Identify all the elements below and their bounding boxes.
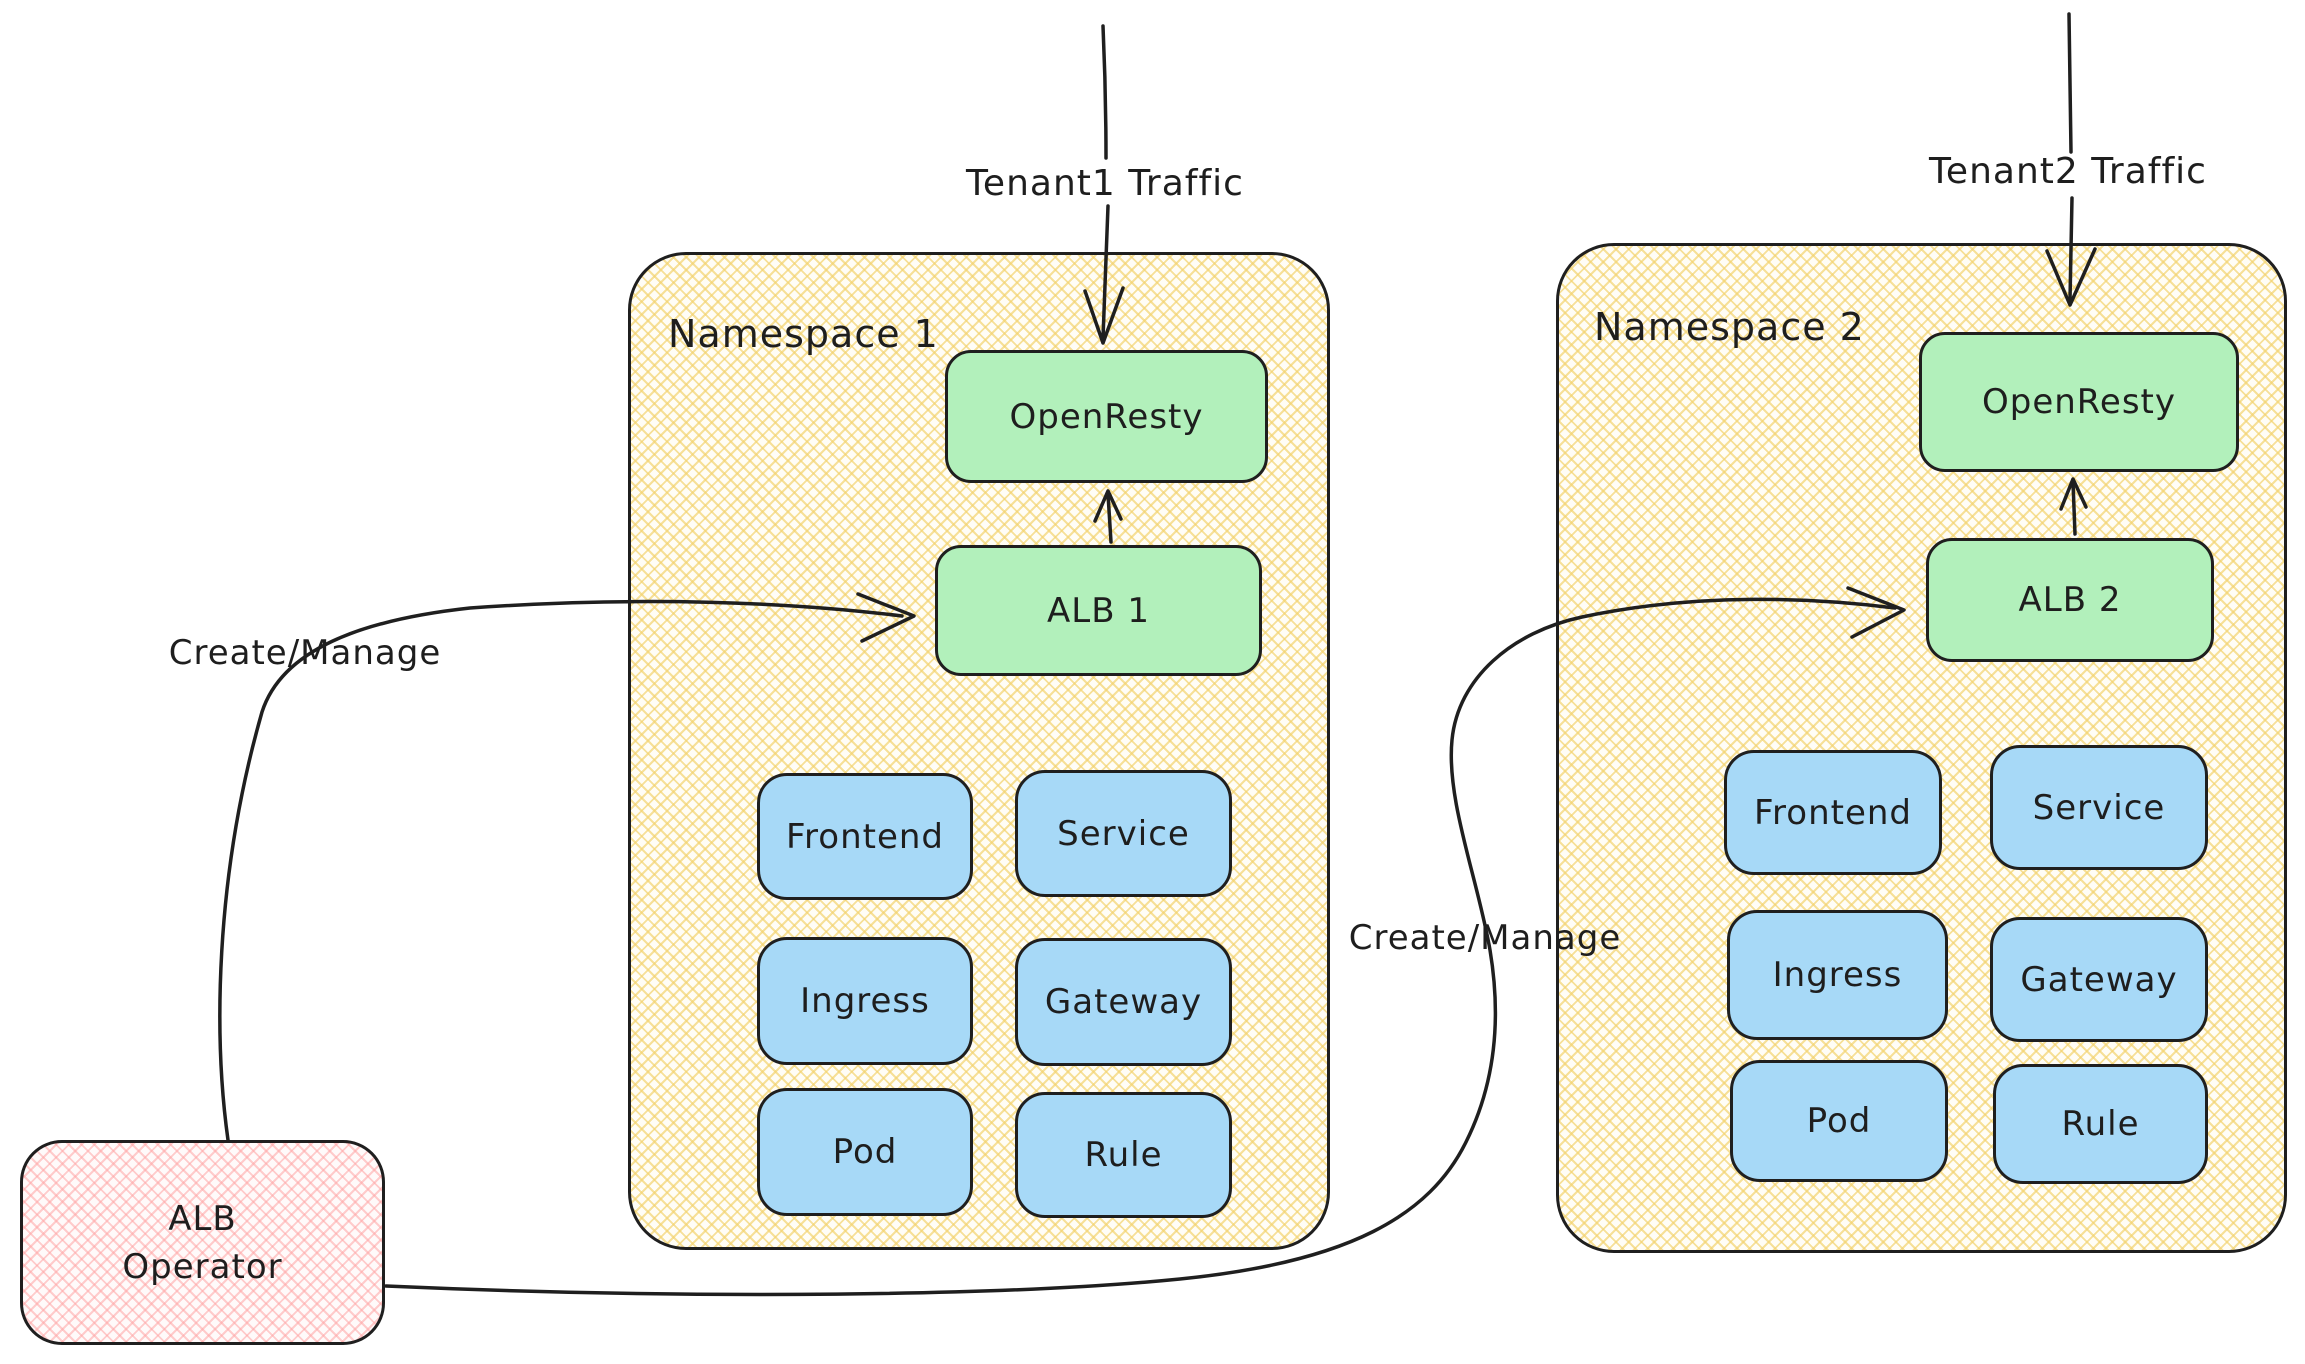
namespace2-frontend-label: Frontend (1753, 792, 1913, 833)
namespace1-service-box: Service (1015, 770, 1232, 897)
namespace1-title: Namespace 1 (668, 312, 939, 356)
namespace2-openresty-label: OpenResty (1982, 382, 2176, 422)
tenant1-traffic-label: Tenant1 Traffic (966, 163, 1244, 204)
namespace2-pod-box: Pod (1730, 1060, 1948, 1182)
namespace2-openresty-box: OpenResty (1919, 332, 2239, 472)
namespace2-pod-label: Pod (1806, 1101, 1872, 1141)
namespace2-ingress-box: Ingress (1727, 910, 1948, 1040)
namespace2-alb-box: ALB 2 (1926, 538, 2214, 662)
tenant1-arrow-line-top (1101, 24, 1108, 160)
namespace1-rule-label: Rule (1084, 1135, 1163, 1175)
namespace2-rule-box: Rule (1993, 1064, 2208, 1184)
namespace2-frontend-box: Frontend (1724, 750, 1942, 875)
namespace2-service-label: Service (2032, 787, 2166, 828)
create-manage-right-label: Create/Manage (1348, 918, 1622, 958)
tenant2-traffic-label: Tenant2 Traffic (1929, 151, 2207, 192)
namespace1-openresty-label: OpenResty (1009, 396, 1204, 437)
namespace2-alb-label: ALB 2 (2018, 580, 2122, 620)
namespace1-gateway-label: Gateway (1044, 982, 1203, 1022)
namespace1-ingress-box: Ingress (757, 937, 973, 1065)
namespace1-alb-box: ALB 1 (935, 545, 1262, 676)
namespace1-ingress-label: Ingress (800, 981, 930, 1021)
namespace1-service-label: Service (1057, 813, 1190, 854)
namespace1-gateway-box: Gateway (1015, 938, 1232, 1066)
namespace2-gateway-box: Gateway (1990, 917, 2208, 1042)
namespace1-pod-label: Pod (832, 1132, 898, 1172)
tenant2-arrow-line-top (2067, 12, 2073, 154)
namespace1-frontend-label: Frontend (785, 816, 945, 857)
create-manage-left-label: Create/Manage (168, 633, 442, 673)
alb-operator-label-line2: Operator (122, 1246, 283, 1287)
namespace1-openresty-box: OpenResty (945, 350, 1268, 483)
namespace2-gateway-label: Gateway (2020, 959, 2178, 1000)
namespace1-frontend-box: Frontend (757, 773, 973, 900)
alb-operator-box: ALB Operator (20, 1140, 385, 1345)
alb-operator-label-line1: ALB (168, 1198, 237, 1239)
namespace2-title: Namespace 2 (1594, 305, 1865, 349)
namespace2-rule-label: Rule (2061, 1104, 2140, 1144)
namespace1-alb-label: ALB 1 (1047, 590, 1150, 631)
namespace1-pod-box: Pod (757, 1088, 973, 1216)
namespace2-ingress-label: Ingress (1772, 955, 1903, 995)
namespace2-service-box: Service (1990, 745, 2208, 870)
namespace1-rule-box: Rule (1015, 1092, 1232, 1218)
